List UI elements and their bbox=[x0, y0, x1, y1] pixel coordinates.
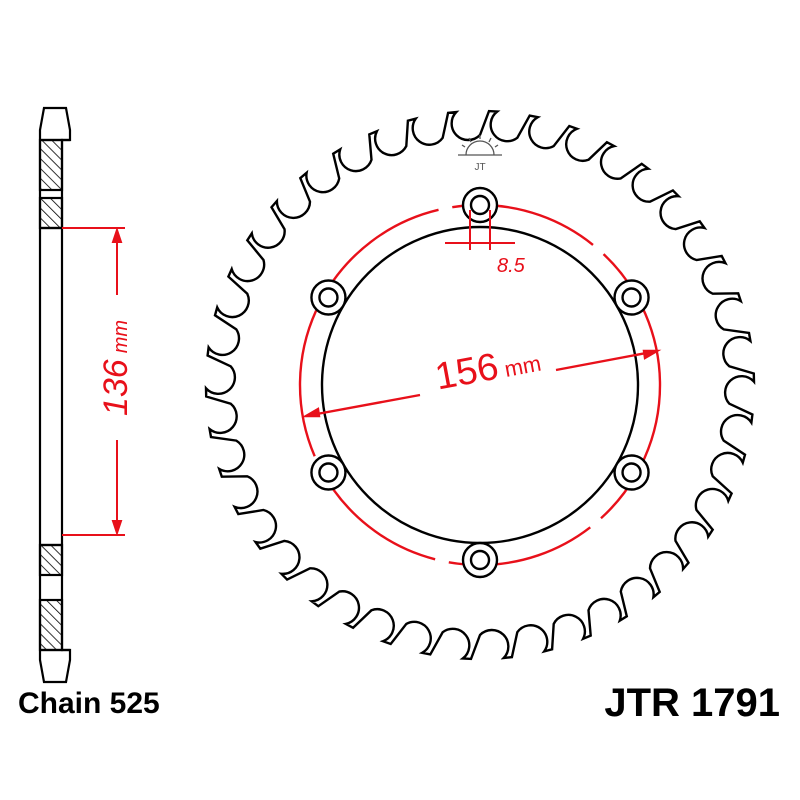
bolt-hole-inner bbox=[621, 462, 642, 483]
bolt-hole-outer bbox=[613, 454, 650, 491]
bore-unit: mm bbox=[110, 320, 132, 353]
bolt-hole-outer bbox=[461, 186, 499, 224]
bolt-circle-value: 156 bbox=[432, 346, 502, 399]
svg-text:JT: JT bbox=[474, 162, 485, 173]
bolt-hole-outer bbox=[310, 454, 347, 491]
sprocket-teeth-outline bbox=[204, 109, 756, 661]
bolt-circle-dimension bbox=[301, 349, 662, 418]
side-profile bbox=[38, 106, 72, 684]
chain-label: Chain 525 bbox=[18, 687, 160, 720]
bolt-hole-inner bbox=[318, 287, 339, 308]
bolt-hole-outer bbox=[613, 279, 650, 316]
hole-value: 8.5 bbox=[497, 255, 526, 277]
bolt-hole-inner bbox=[621, 287, 642, 308]
svg-text:136mm: 136 mm bbox=[97, 320, 135, 416]
jt-logo: JT bbox=[458, 135, 502, 173]
bolt-hole-outer bbox=[310, 279, 347, 316]
bore-dimension bbox=[62, 226, 125, 537]
bolt-hole-inner bbox=[318, 462, 339, 483]
bore-value: 136 bbox=[97, 359, 135, 416]
part-number: JTR 1791 bbox=[604, 681, 780, 725]
bolt-hole-outer bbox=[461, 541, 499, 579]
bolt-circle-unit: mm bbox=[502, 351, 543, 382]
bolt-hole-inner bbox=[469, 194, 491, 216]
bolt-hole-inner bbox=[469, 549, 491, 571]
hole-dimension bbox=[445, 210, 515, 250]
svg-text:156mm: 156mm bbox=[432, 338, 544, 399]
bolt-holes bbox=[310, 186, 650, 579]
